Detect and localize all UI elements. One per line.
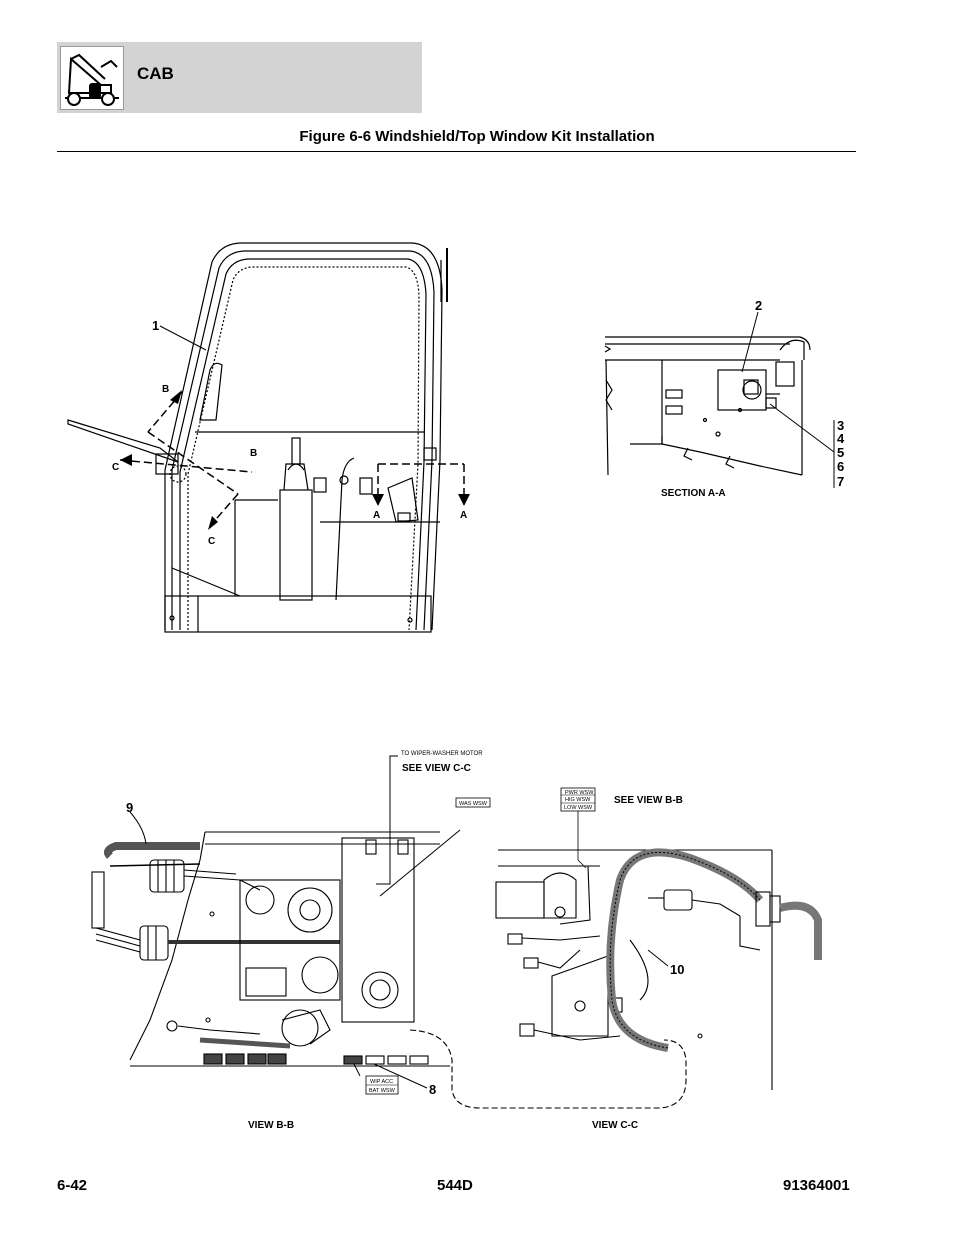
callout-7: 7 [837, 474, 844, 489]
section-title: CAB [137, 64, 174, 83]
tag-wip-acc: WIP ACC [370, 1079, 393, 1085]
callout-10-leader [647, 949, 669, 967]
tag-was-wsw-box [455, 797, 491, 808]
figure-title: Figure 6-6 Windshield/Top Window Kit Ins… [299, 128, 655, 145]
tag-low-wsw: LOW WSW [564, 805, 593, 811]
tag-hig-wsw: HIG WSW [565, 797, 591, 803]
tag-pwr-wsw: PWR WSW [565, 790, 594, 796]
section-marker-c-left: C [112, 462, 119, 473]
section-marker-b-lower: B [250, 448, 257, 459]
cab-frame-drawing [67, 242, 448, 633]
section-marker-a-right: A [460, 510, 467, 521]
section-marker-b-upper: B [162, 384, 169, 395]
view-cc-label: VIEW C-C [592, 1120, 638, 1131]
document-number: 91364001 [783, 1177, 850, 1194]
callout-4: 4 [837, 431, 845, 446]
callout-6: 6 [837, 459, 844, 474]
section-arrows [120, 390, 470, 530]
see-view-bb-label: SEE VIEW B-B [614, 795, 683, 806]
skid-steer-loader-icon [60, 46, 124, 110]
callout-3: 3 [837, 418, 844, 433]
to-wiper-motor-label: TO WIPER-WASHER MOTOR [401, 751, 483, 757]
page-number: 6-42 [57, 1177, 88, 1194]
callout-8: 8 [429, 1082, 436, 1097]
callout-1: 1 [152, 318, 159, 333]
view-link-dashed [409, 1029, 687, 1109]
section-marker-a-left: A [373, 510, 380, 521]
section-cut-lines [119, 391, 465, 527]
title-rule [57, 151, 856, 152]
callout-5: 5 [837, 445, 844, 460]
view-cc-drawing [495, 848, 822, 1090]
tag-bat-wsw: BAT WSW [369, 1088, 396, 1094]
tag-was-wsw: WAS WSW [459, 801, 488, 807]
view-bb-leaders [129, 755, 461, 1089]
callout-1-leader [159, 325, 207, 351]
section-marker-c-lower: C [208, 536, 215, 547]
callout-10: 10 [670, 962, 684, 977]
view-bb-drawing [91, 831, 450, 1067]
model-number: 544D [437, 1177, 473, 1194]
view-bb-label: VIEW B-B [248, 1120, 294, 1131]
section-aa-leaders [741, 311, 835, 488]
section-aa-drawing [604, 336, 811, 476]
see-view-cc-label: SEE VIEW C-C [402, 763, 471, 774]
callout-2: 2 [755, 298, 762, 313]
section-header: CAB [57, 42, 422, 113]
callout-9: 9 [126, 800, 133, 815]
section-aa-label: SECTION A-A [661, 488, 726, 499]
